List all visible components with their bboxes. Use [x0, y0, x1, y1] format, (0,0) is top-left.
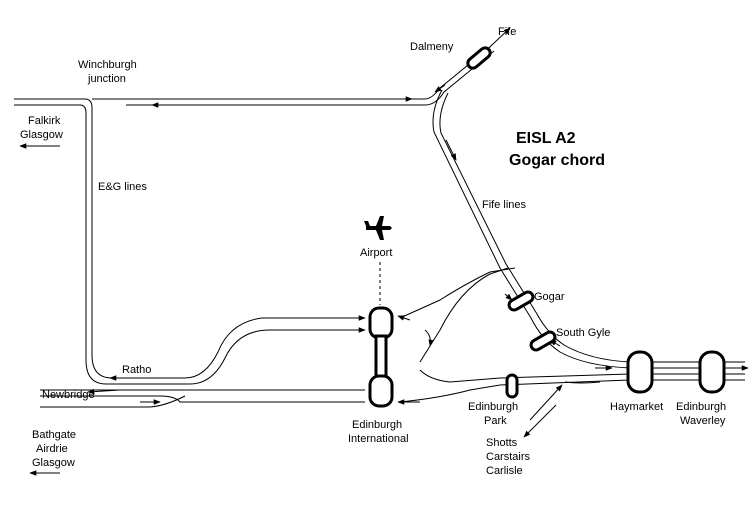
station-gogar [507, 290, 535, 312]
arrow-gogar [504, 293, 513, 301]
arrow-newbridge [87, 388, 121, 395]
label-edinburgh-waverley-1: Edinburgh [676, 401, 726, 413]
track-eia-haymarket-a [399, 379, 631, 403]
track-eia-haymarket-b [419, 369, 631, 383]
label-carstairs: Carstairs [486, 451, 531, 463]
label-edinburgh-park-1: Edinburgh [468, 401, 518, 413]
label-carlisle: Carlisle [486, 465, 523, 477]
track-winchburgh-dalmeny-up [92, 46, 491, 100]
label-edinburgh-waverley-2: Waverley [680, 415, 726, 427]
track-winchburgh-eg-up [14, 98, 160, 379]
labels: EISL A2 Gogar chord Fife Dalmeny Winchbu… [20, 26, 726, 477]
track-winchburgh-eg-down [14, 104, 160, 385]
arrow-shotts-up [529, 384, 563, 421]
station-dalmeny [466, 46, 492, 70]
label-dalmeny: Dalmeny [410, 41, 454, 53]
label-junction: junction [87, 73, 126, 85]
track-fife-line-b [439, 92, 631, 363]
direction-arrows [19, 27, 749, 476]
label-gogar: Gogar [534, 291, 565, 303]
station-south-gyle [529, 330, 557, 352]
track-shotts-branch [564, 381, 601, 384]
label-glasgow: Glasgow [20, 129, 63, 141]
station-edinburgh-park [505, 373, 519, 399]
arrow-fife-lines [445, 139, 457, 161]
label-ratho: Ratho [122, 364, 151, 376]
label-bathgate: Bathgate [32, 429, 76, 441]
arrow-shotts-down [523, 404, 557, 438]
station-edinburgh-international [368, 306, 394, 408]
label-edinburgh-intl-2: International [348, 433, 409, 445]
label-shotts: Shotts [486, 437, 518, 449]
track-ratho-chord-lower [160, 329, 365, 385]
label-airdrie: Airdrie [36, 443, 68, 455]
station-haymarket [626, 350, 654, 394]
station-edinburgh-waverley [698, 350, 726, 394]
label-glasgow2: Glasgow [32, 457, 75, 469]
label-fife-lines: Fife lines [482, 199, 527, 211]
track-winchburgh-dalmeny-down [126, 50, 495, 106]
stations [368, 46, 726, 408]
arrow-eia-right-curve [424, 329, 434, 347]
label-newbridge: Newbridge [42, 389, 95, 401]
label-eg-lines: E&G lines [98, 181, 147, 193]
track-eia-gogar-upper [399, 267, 516, 319]
arrow-eia-gogar [397, 315, 411, 321]
label-edinburgh-park-2: Park [484, 415, 507, 427]
arrow-dalmeny-down [434, 84, 446, 93]
track-main-west-down [40, 395, 365, 403]
label-edinburgh-intl-1: Edinburgh [352, 419, 402, 431]
label-haymarket: Haymarket [610, 401, 663, 413]
label-fife: Fife [498, 26, 516, 38]
label-airport: Airport [360, 247, 392, 259]
label-south-gyle: South Gyle [556, 327, 610, 339]
title-line1: EISL A2 [516, 130, 576, 147]
track-eia-gogar-lower [419, 267, 509, 363]
label-winchburgh: Winchburgh [78, 59, 137, 71]
track-bathgate-branch [40, 395, 186, 408]
label-falkirk: Falkirk [28, 115, 61, 127]
track-ratho-chord-upper [160, 317, 365, 379]
airplane-icon [364, 216, 392, 240]
title-line2: Gogar chord [509, 152, 605, 169]
